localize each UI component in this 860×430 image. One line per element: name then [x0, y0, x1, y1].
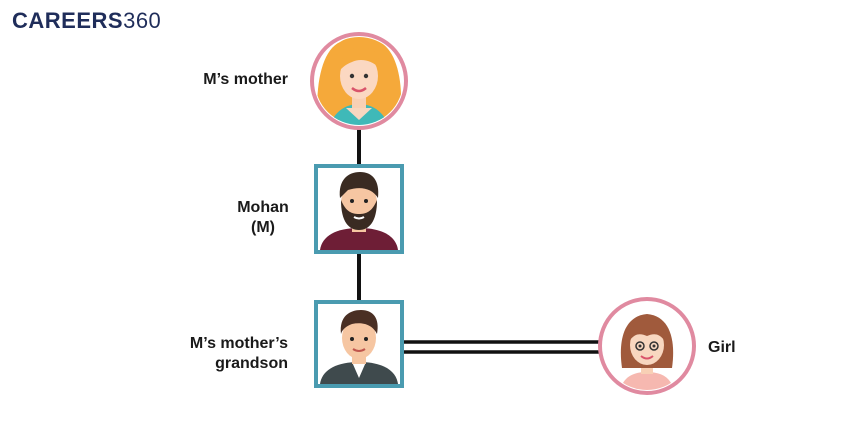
girl-avatar-icon — [598, 297, 696, 395]
label-mohan: Mohan (M) — [225, 198, 301, 238]
label-ms-mother: M’s mother — [203, 71, 288, 88]
careers360-logo: CAREERS360 — [12, 8, 161, 34]
connector-grandson-girl-double-line — [402, 340, 602, 354]
logo-text-main: CAREERS — [12, 8, 124, 33]
label-mohan-name: Mohan — [237, 199, 289, 216]
bearded-man-avatar-icon — [314, 164, 404, 254]
label-girl: Girl — [708, 339, 736, 356]
logo-text-number: 360 — [123, 8, 162, 33]
label-grandson-line1: M’s mother’s — [189, 335, 288, 352]
label-grandson: M’s mother’s grandson — [150, 334, 288, 374]
young-man-avatar-icon — [314, 300, 404, 388]
label-mohan-initial: (M) — [251, 219, 275, 236]
label-grandson-line2: grandson — [215, 355, 288, 372]
woman-avatar-icon — [310, 32, 408, 130]
